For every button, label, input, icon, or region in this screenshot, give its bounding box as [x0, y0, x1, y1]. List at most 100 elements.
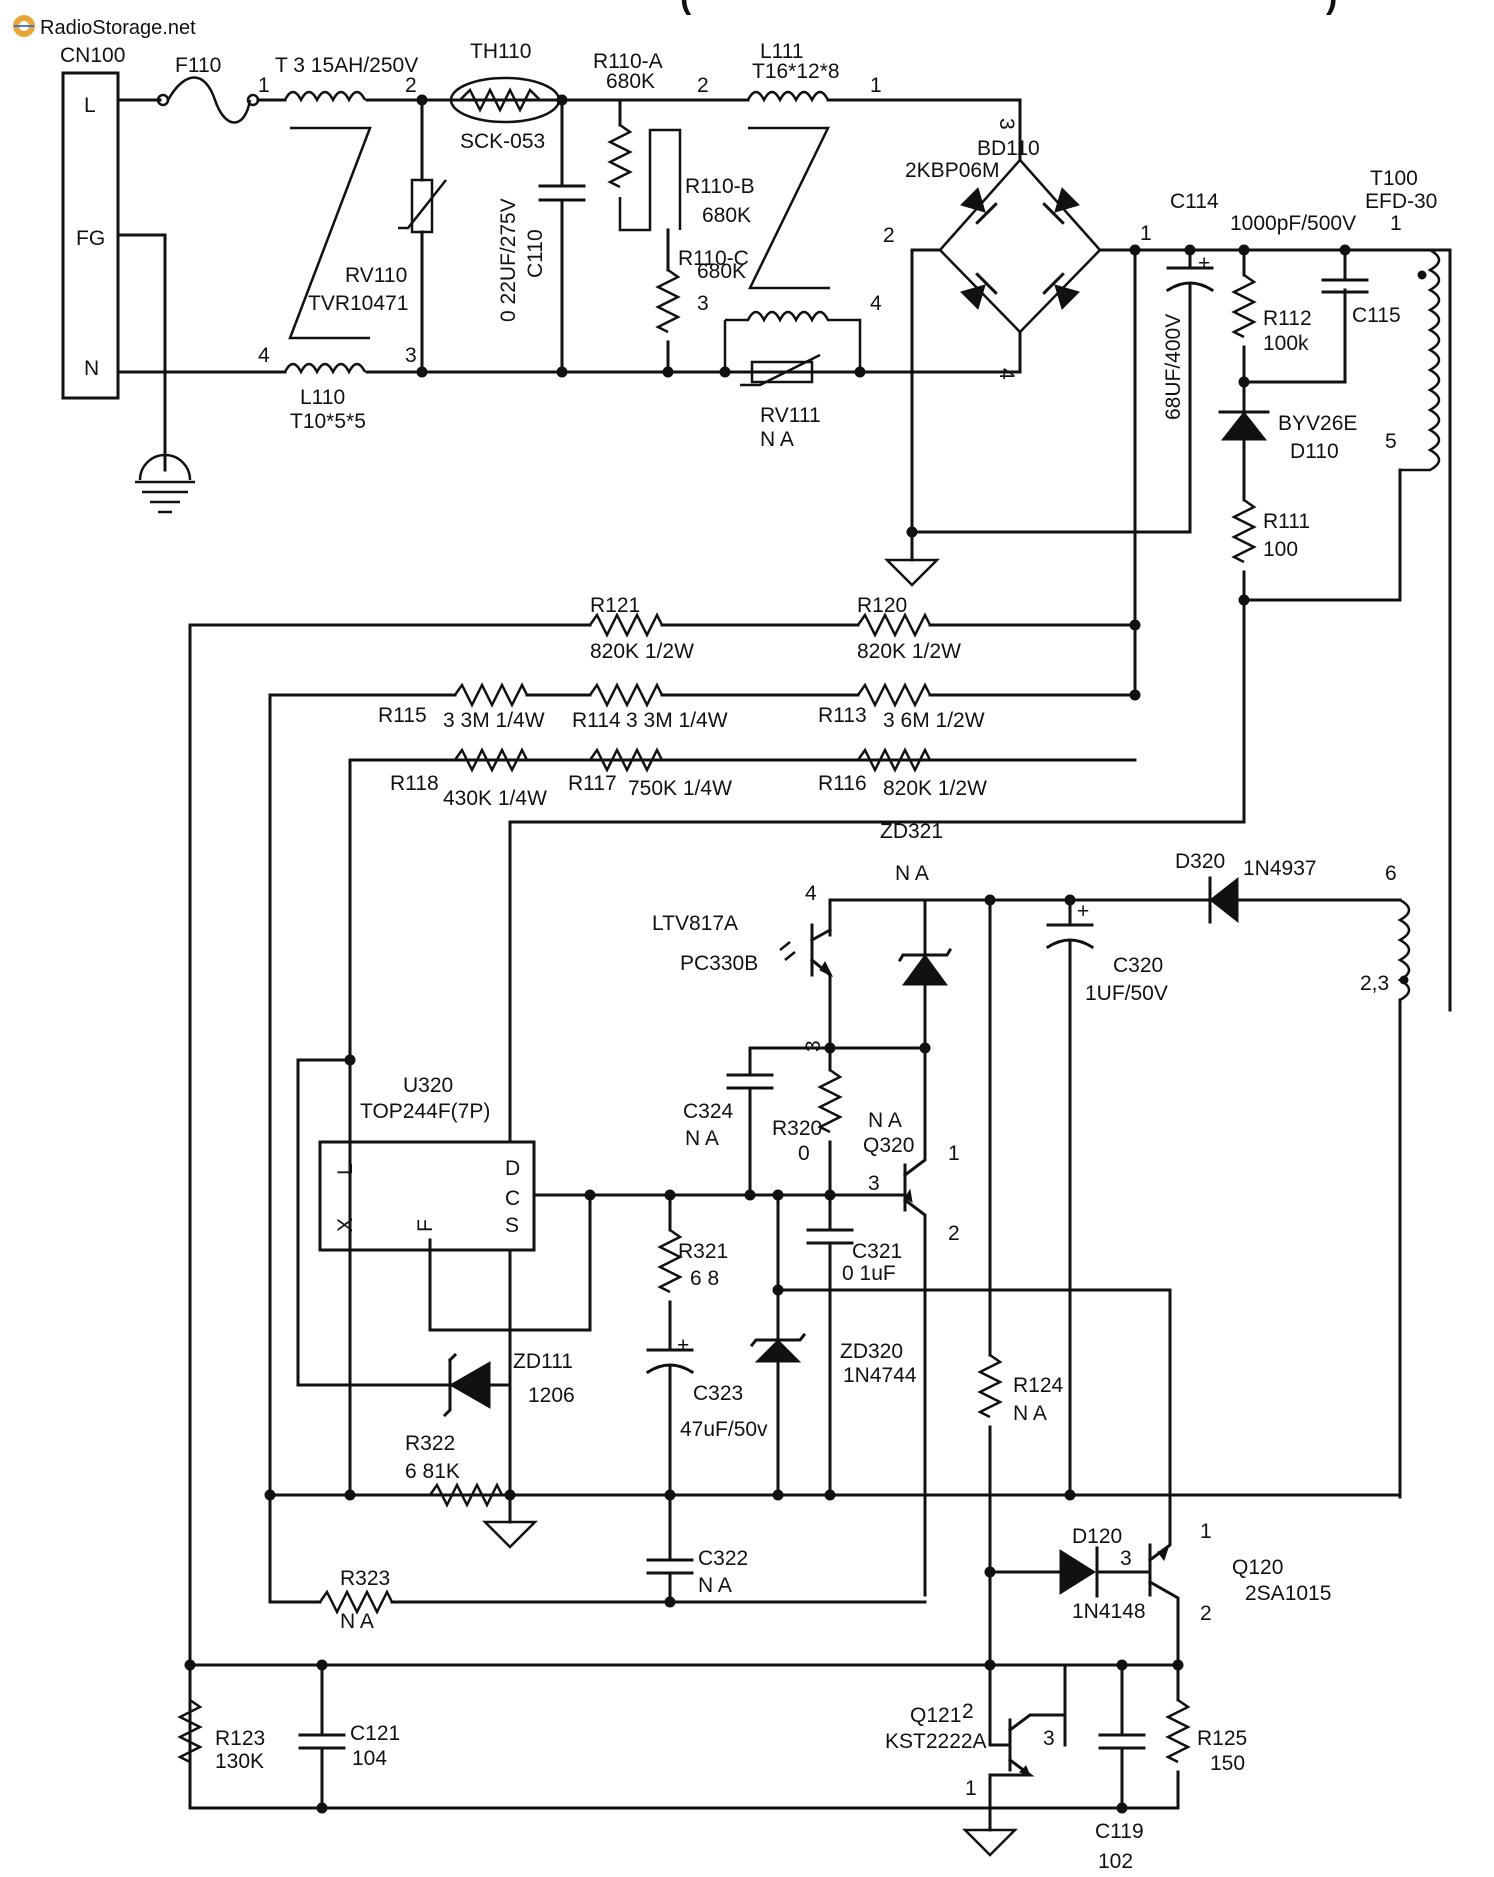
svg-text:750K 1/4W: 750K 1/4W — [628, 777, 732, 800]
svg-text:C: C — [505, 1187, 520, 1210]
svg-text:L111: L111 — [760, 40, 804, 63]
svg-text:680K: 680K — [606, 70, 655, 93]
zener-zd320 — [749, 1193, 1172, 1542]
svg-text:104: 104 — [352, 1747, 387, 1770]
svg-text:R110-C: R110-C — [678, 247, 749, 270]
svg-text:X: X — [334, 1218, 357, 1232]
svg-text:820K 1/2W: 820K 1/2W — [883, 777, 987, 800]
svg-text:+: + — [677, 1334, 689, 1357]
inductor-l111 — [723, 126, 862, 372]
svg-text:D110: D110 — [1290, 440, 1339, 463]
ic-u320: D C S L X F — [318, 598, 1246, 1497]
svg-text:100: 100 — [1263, 538, 1298, 561]
svg-text:1: 1 — [965, 1777, 977, 1800]
svg-text:C119: C119 — [1095, 1820, 1144, 1843]
svg-text:68UF/400V: 68UF/400V — [1162, 314, 1185, 420]
divider-r118-r117-r116 — [453, 747, 932, 773]
svg-text:4: 4 — [258, 344, 270, 367]
svg-text:2: 2 — [405, 74, 417, 97]
svg-text:BYV26E: BYV26E — [1278, 412, 1357, 435]
pin-numbers: 1 2 4 3 2 1 3 4 3 4 2 1 + 1 5 6 2,3 + + … — [258, 74, 1402, 1800]
svg-text:PC330B: PC330B — [680, 952, 758, 975]
svg-text:C324: C324 — [683, 1100, 734, 1123]
svg-text:3: 3 — [802, 1040, 825, 1052]
svg-text:6 8: 6 8 — [690, 1267, 719, 1290]
svg-text:3: 3 — [995, 118, 1018, 130]
resistor-chain-r110 — [607, 98, 682, 374]
svg-text:Q121: Q121 — [910, 1704, 961, 1727]
svg-text:R123: R123 — [215, 1727, 265, 1750]
svg-text:N A: N A — [340, 1610, 374, 1633]
varistor-rv111 — [740, 353, 821, 387]
svg-text:C323: C323 — [693, 1382, 743, 1405]
svg-text:N A: N A — [698, 1574, 732, 1597]
svg-text:+: + — [1077, 900, 1089, 923]
svg-text:D120: D120 — [1072, 1525, 1122, 1548]
svg-text:1N4148: 1N4148 — [1072, 1600, 1146, 1623]
component-labels: F110 T 3 15AH/250V TH110 SCK-053 R110-A … — [175, 40, 1437, 1873]
control-node-bus — [428, 1189, 862, 1332]
svg-text:R115: R115 — [378, 704, 427, 727]
bridge-rectifier-bd110 — [910, 158, 1137, 534]
svg-text:3 3M 1/4W: 3 3M 1/4W — [443, 709, 545, 732]
svg-text:2SA1015: 2SA1015 — [1245, 1582, 1331, 1605]
svg-text:R125: R125 — [1197, 1727, 1247, 1750]
svg-text:1: 1 — [948, 1142, 960, 1165]
svg-text:TH110: TH110 — [470, 40, 531, 63]
earth-ground-symbol — [116, 233, 195, 514]
svg-text:4: 4 — [870, 292, 882, 315]
svg-text:2,3: 2,3 — [1360, 972, 1389, 995]
svg-text:C321: C321 — [852, 1240, 902, 1263]
svg-text:430K 1/4W: 430K 1/4W — [443, 787, 547, 810]
svg-text:R120: R120 — [857, 594, 907, 617]
svg-text:R322: R322 — [405, 1432, 455, 1455]
svg-text:680K: 680K — [702, 204, 751, 227]
watermark-logo: RadioStorage.net — [13, 15, 196, 39]
svg-text:N: N — [84, 357, 99, 380]
svg-text:2: 2 — [1200, 1602, 1212, 1625]
capacitor-c320 — [1045, 894, 1095, 1499]
svg-text:R323: R323 — [340, 1567, 390, 1590]
svg-text:Q120: Q120 — [1232, 1556, 1283, 1579]
svg-text:RV111: RV111 — [760, 404, 821, 427]
divider-r121-r120 — [188, 612, 1141, 1810]
svg-text:0: 0 — [798, 1142, 810, 1165]
svg-text:1: 1 — [1140, 222, 1152, 245]
svg-text:680K: 680K — [697, 260, 746, 283]
svg-text:2: 2 — [697, 74, 709, 97]
svg-text:D320: D320 — [1175, 850, 1225, 873]
svg-text:L110: L110 — [300, 386, 345, 409]
svg-text:T10*5*5: T10*5*5 — [290, 410, 366, 433]
svg-text:2KBP06M: 2KBP06M — [905, 159, 1000, 182]
svg-text:2: 2 — [883, 224, 895, 247]
svg-text:TVR10471: TVR10471 — [308, 292, 408, 315]
svg-text:C114: C114 — [1170, 190, 1219, 213]
svg-text:R110-B: R110-B — [685, 175, 755, 198]
svg-text:R112: R112 — [1263, 307, 1312, 330]
svg-text:1: 1 — [1390, 212, 1402, 235]
svg-text:0 22UF/275V: 0 22UF/275V — [497, 198, 520, 322]
svg-text:S: S — [505, 1214, 519, 1237]
svg-text:C322: C322 — [698, 1547, 748, 1570]
svg-text:4: 4 — [805, 882, 817, 905]
svg-text:C110: C110 — [524, 229, 547, 278]
svg-text:3: 3 — [697, 292, 709, 315]
svg-text:R111: R111 — [1263, 510, 1310, 533]
svg-text:1UF/50V: 1UF/50V — [1085, 982, 1168, 1005]
svg-text:F: F — [414, 1219, 437, 1232]
svg-text:F110: F110 — [175, 54, 221, 77]
svg-text:102: 102 — [1098, 1850, 1133, 1873]
svg-text:R321: R321 — [678, 1240, 728, 1263]
svg-text:1: 1 — [258, 74, 270, 97]
svg-text:R114: R114 — [572, 709, 621, 732]
svg-text:3: 3 — [1043, 1727, 1055, 1750]
svg-text:47uF/50v: 47uF/50v — [680, 1418, 768, 1441]
watermark-text: RadioStorage.net — [40, 17, 196, 39]
svg-text:1N4744: 1N4744 — [843, 1364, 917, 1387]
svg-text:T 3 15AH/250V: T 3 15AH/250V — [275, 54, 418, 77]
svg-text:FG: FG — [76, 227, 105, 250]
svg-text:820K 1/2W: 820K 1/2W — [590, 640, 694, 663]
svg-text:R110-A: R110-A — [593, 50, 663, 73]
svg-text:ZD111: ZD111 — [513, 1350, 573, 1373]
svg-text:D: D — [505, 1157, 520, 1180]
